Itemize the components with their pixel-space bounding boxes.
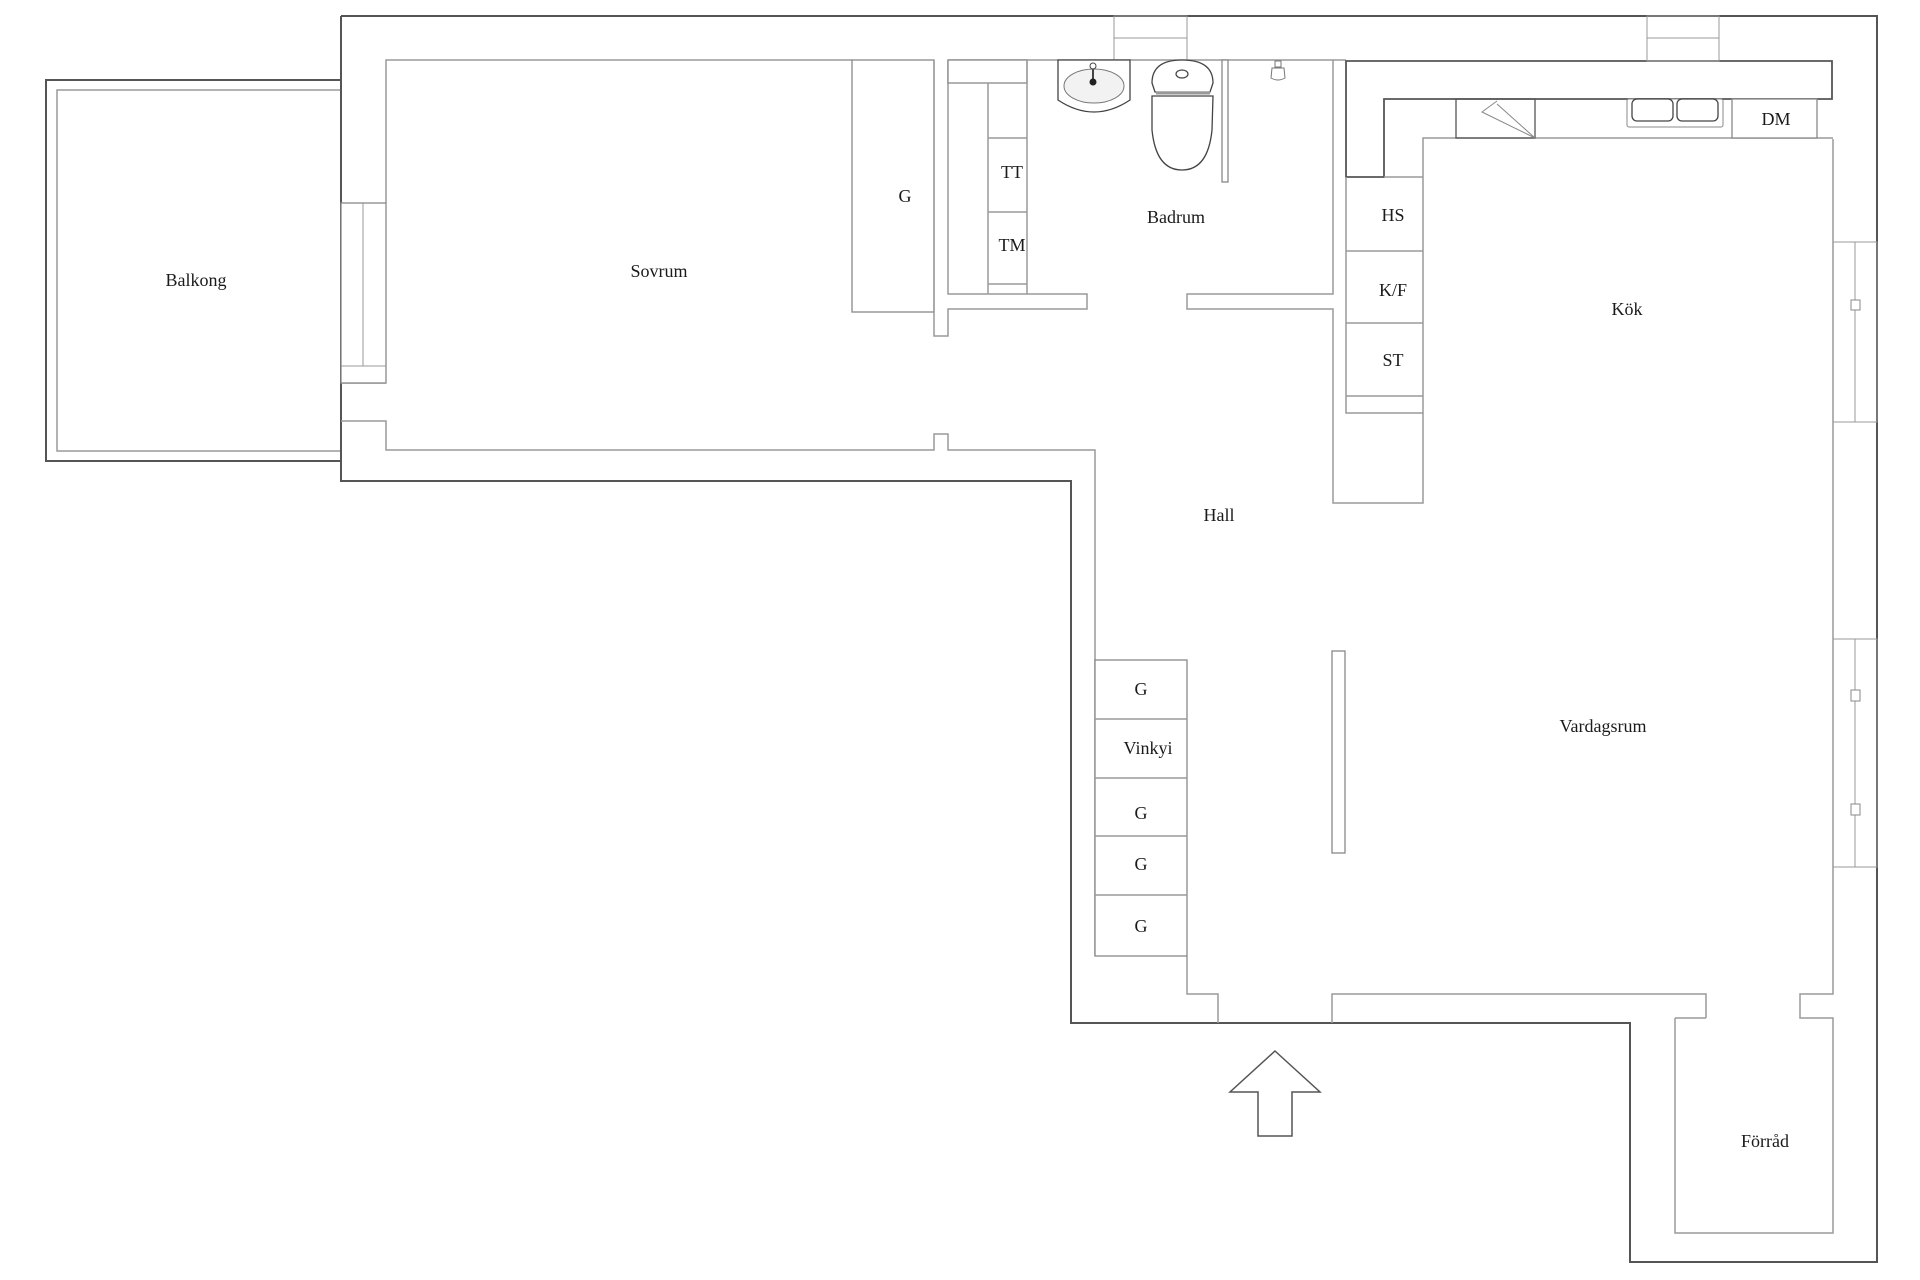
kitchen-sink-icon (1626, 98, 1724, 128)
balcony-door (340, 202, 387, 384)
hall-wardrobe-label: G (1135, 916, 1148, 936)
fixture-label-tm: TM (999, 235, 1026, 255)
room-label-kok: Kök (1612, 299, 1643, 319)
window-living-room (1832, 638, 1878, 868)
hall-wardrobe-label: G (1135, 854, 1148, 874)
shower-screen (1221, 59, 1229, 183)
inner-wall-storage-box (1674, 139, 1834, 1234)
inner-wall-entrance-left (1186, 956, 1219, 1023)
inner-wall-bedroom-bottom (341, 420, 1096, 660)
dishwasher (1731, 98, 1818, 139)
bedroom-wardrobe (851, 59, 935, 313)
bathroom (947, 15, 1424, 504)
room-divider (1331, 650, 1346, 854)
hall-wardrobe-label: G (1135, 803, 1148, 823)
fixture-label-kf: K/F (1379, 280, 1407, 300)
balcony (45, 79, 341, 462)
shower-head-icon (1270, 60, 1286, 81)
outer-wall (340, 15, 1878, 1263)
fixture-label-hs: HS (1381, 205, 1404, 225)
inner-wall-bedroom (385, 59, 852, 203)
kitchen (1345, 15, 1833, 414)
hall-wardrobes (1094, 659, 1188, 957)
room-label-sovrum: Sovrum (630, 261, 687, 281)
hall-wardrobe-label: G (1135, 679, 1148, 699)
inner-wall-entrance-right (1331, 993, 1707, 1023)
corner-door-icon (1481, 100, 1536, 139)
fixture-label-st: ST (1382, 350, 1403, 370)
window-kitchen (1832, 241, 1878, 423)
fixture-label-tt: TT (1001, 162, 1023, 182)
room-label-balkong: Balkong (166, 270, 227, 290)
room-label-badrum: Badrum (1147, 207, 1205, 227)
corner-cabinet (1455, 98, 1536, 139)
fixture-label-dm: DM (1761, 109, 1790, 129)
hall-wardrobe-label: Vinkyi (1124, 738, 1173, 758)
room-label-forrad: Förråd (1741, 1131, 1789, 1151)
toilet-icon (1151, 59, 1214, 171)
room-label-vardagsrum: Vardagsrum (1560, 716, 1647, 736)
bathroom-partition (933, 60, 1088, 337)
sink-icon (1057, 59, 1131, 113)
room-label-hall: Hall (1204, 505, 1235, 525)
fixture-label-wardrobe: G (899, 186, 912, 206)
entrance-arrow-icon (1228, 1049, 1322, 1137)
